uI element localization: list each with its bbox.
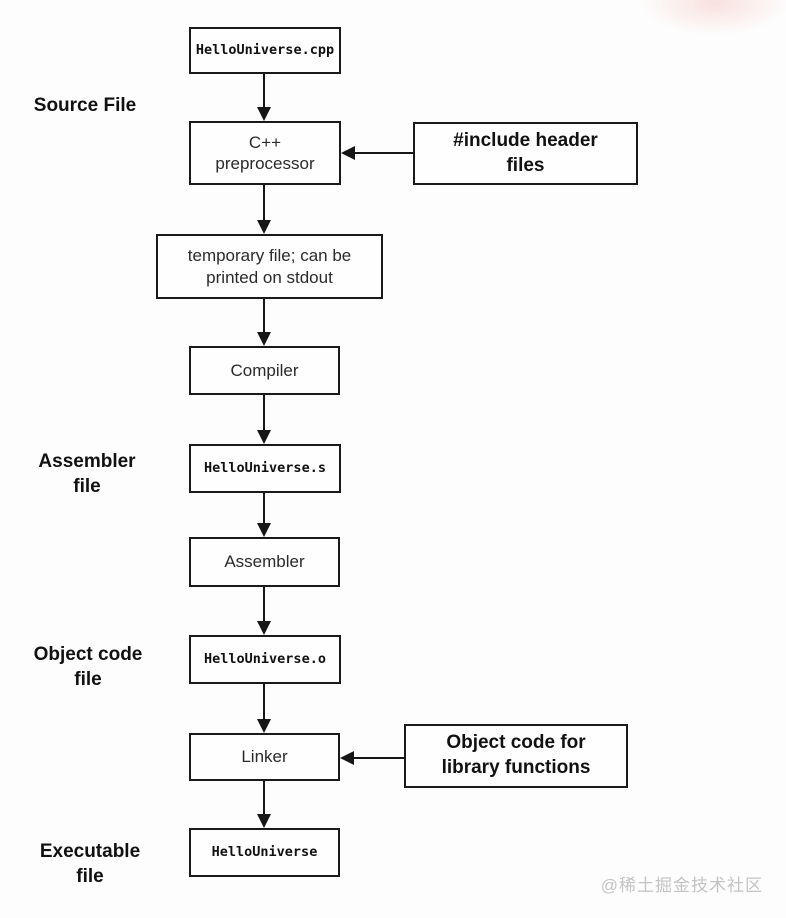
- arrow-source-to-preprocessor: [255, 74, 273, 121]
- node-compiler: Compiler: [189, 346, 340, 395]
- node-assembly-file: HelloUniverse.s: [189, 444, 341, 493]
- stage-label-assembler-file: Assembler file: [38, 451, 136, 498]
- arrow-tempfile-to-compiler: [255, 299, 273, 346]
- stage-label-object-code-file: Object code file: [33, 644, 143, 691]
- node-library-object-code: Object code for library functions: [404, 724, 628, 788]
- arrow-asmfile-to-assembler: [255, 493, 273, 537]
- node-cpp-preprocessor: C++ preprocessor: [189, 121, 341, 185]
- node-linker: Linker: [189, 733, 340, 781]
- arrow-library-to-linker: [340, 749, 404, 767]
- node-temporary-file: temporary file; can be printed on stdout: [156, 234, 383, 299]
- pink-smudge-artifact: [630, 0, 786, 40]
- node-executable: HelloUniverse: [189, 828, 340, 877]
- arrow-compiler-to-asmfile: [255, 395, 273, 444]
- stage-label-executable-file: Executable file: [39, 841, 141, 888]
- arrow-includes-to-preprocessor: [341, 144, 413, 162]
- node-object-file: HelloUniverse.o: [189, 635, 341, 684]
- arrow-assembler-to-objfile: [255, 587, 273, 635]
- stage-label-source-file: Source File: [33, 95, 137, 116]
- node-assembler: Assembler: [189, 537, 340, 587]
- node-include-header-files: #include header files: [413, 122, 638, 185]
- watermark-text: @稀土掘金技术社区: [600, 876, 763, 895]
- arrow-preprocessor-to-tempfile: [255, 185, 273, 234]
- arrow-linker-to-executable: [255, 781, 273, 828]
- arrow-objfile-to-linker: [255, 684, 273, 733]
- node-source-file: HelloUniverse.cpp: [189, 27, 341, 74]
